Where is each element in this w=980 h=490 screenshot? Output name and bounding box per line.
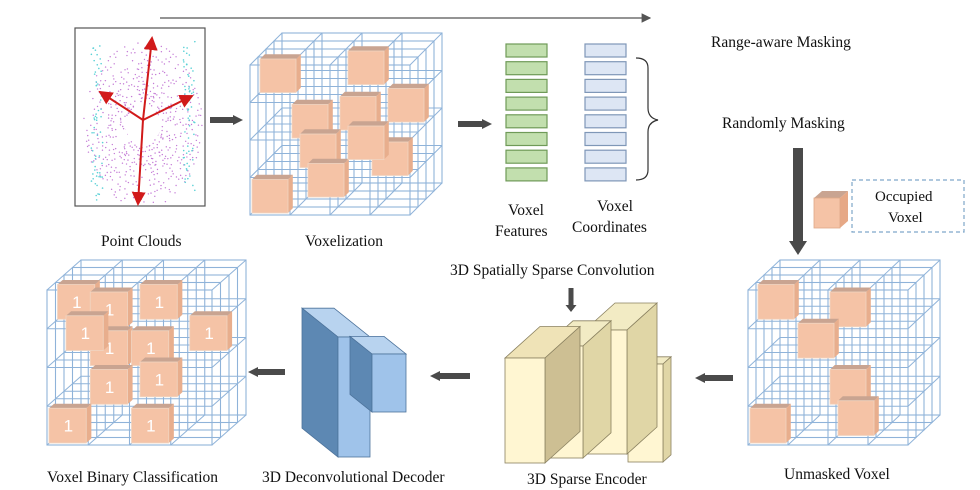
occupancy-label: 1 bbox=[155, 370, 164, 389]
flow-arrows bbox=[210, 115, 807, 383]
point-arrow-left bbox=[98, 90, 144, 121]
occupancy-label: 1 bbox=[105, 378, 114, 397]
range-aware-masking-label: Range-aware Masking bbox=[711, 34, 851, 51]
point-arrow-right bbox=[142, 94, 194, 121]
occupancy-label: 1 bbox=[146, 339, 155, 358]
unmasked-voxel-grid bbox=[747, 259, 941, 446]
occupancy-label: 1 bbox=[105, 339, 114, 358]
deconv-decoder-label: 3D Deconvolutional Decoder bbox=[262, 469, 445, 486]
unmasked-voxel-label: Unmasked Voxel bbox=[784, 466, 890, 483]
occupied-voxel-legend bbox=[813, 179, 965, 233]
voxel-coordinate-bars bbox=[584, 43, 627, 182]
occupancy-label: 1 bbox=[105, 300, 114, 319]
randomly-masking-label: Randomly Masking bbox=[722, 115, 845, 132]
point-arrow-up bbox=[142, 36, 158, 121]
voxel-features-label-line2: Features bbox=[495, 223, 548, 240]
occupancy-label: 1 bbox=[64, 417, 73, 436]
voxelization-label: Voxelization bbox=[305, 233, 383, 250]
sparse-encoder-blocks bbox=[503, 302, 673, 464]
voxelization-grid bbox=[249, 32, 443, 216]
occupied-voxel-box bbox=[851, 179, 965, 233]
sparse-encoder-label: 3D Sparse Encoder bbox=[527, 471, 647, 488]
voxel-feature-bars bbox=[505, 43, 548, 182]
deconv-decoder-blocks bbox=[300, 307, 408, 458]
occupancy-label: 1 bbox=[72, 293, 81, 312]
voxel-coordinates-label-line1: Voxel bbox=[597, 198, 633, 215]
occupancy-label: 1 bbox=[81, 324, 90, 343]
point-arrow-down bbox=[131, 119, 146, 206]
occupancy-label: 1 bbox=[146, 417, 155, 436]
occupancy-label: 1 bbox=[155, 293, 164, 312]
coordinate-brace bbox=[635, 57, 659, 181]
point-clouds-label: Point Clouds bbox=[101, 233, 182, 250]
occupied-voxel-label-line1: Occupied bbox=[875, 189, 933, 205]
sparse-convolution-label: 3D Spatially Sparse Convolution bbox=[450, 262, 655, 279]
occupancy-label: 1 bbox=[204, 324, 213, 343]
voxel-coordinates-label-line2: Coordinates bbox=[572, 219, 647, 236]
voxel-features-label-line1: Voxel bbox=[508, 202, 544, 219]
point-cloud-panel bbox=[74, 27, 206, 207]
binary-classification-label: Voxel Binary Classification bbox=[47, 469, 218, 486]
occupied-voxel-label-line2: Voxel bbox=[888, 210, 923, 226]
